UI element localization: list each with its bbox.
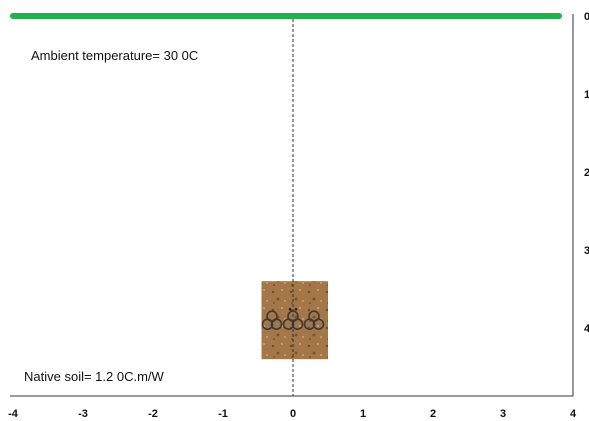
depth-axis-ticks: 0 1 2 3 4 <box>584 11 589 335</box>
depth-tick-label: 2 <box>584 167 589 179</box>
x-tick-label: -2 <box>148 408 158 420</box>
cable-conductor <box>261 318 274 331</box>
ambient-temperature-label: Ambient temperature= 30 0C <box>31 48 198 63</box>
cable-conductor <box>312 318 325 331</box>
marker-dot <box>294 307 298 311</box>
x-tick-label: -1 <box>218 408 228 420</box>
cable-conductor <box>303 318 316 331</box>
x-tick-label: 0 <box>290 408 296 420</box>
x-tick-label: 4 <box>570 408 577 420</box>
x-tick-label: -3 <box>78 408 88 420</box>
x-axis-ticks: -4 -3 -2 -1 0 1 2 3 4 <box>8 408 577 420</box>
x-tick-label: 3 <box>500 408 506 420</box>
cable-trefoil <box>303 310 325 331</box>
x-tick-label: 1 <box>360 408 366 420</box>
native-soil-label: Native soil= 1.2 0C.m/W <box>24 369 165 384</box>
depth-tick-label: 3 <box>584 245 589 257</box>
depth-tick-label: 4 <box>584 323 589 335</box>
cable-trefoil <box>261 310 283 331</box>
marker-dot <box>288 307 292 311</box>
depth-tick-label: 0 <box>584 11 589 23</box>
cable-conductor <box>270 318 283 331</box>
x-tick-label: -4 <box>8 408 19 420</box>
x-tick-label: 2 <box>430 408 436 420</box>
depth-tick-label: 1 <box>584 89 589 101</box>
